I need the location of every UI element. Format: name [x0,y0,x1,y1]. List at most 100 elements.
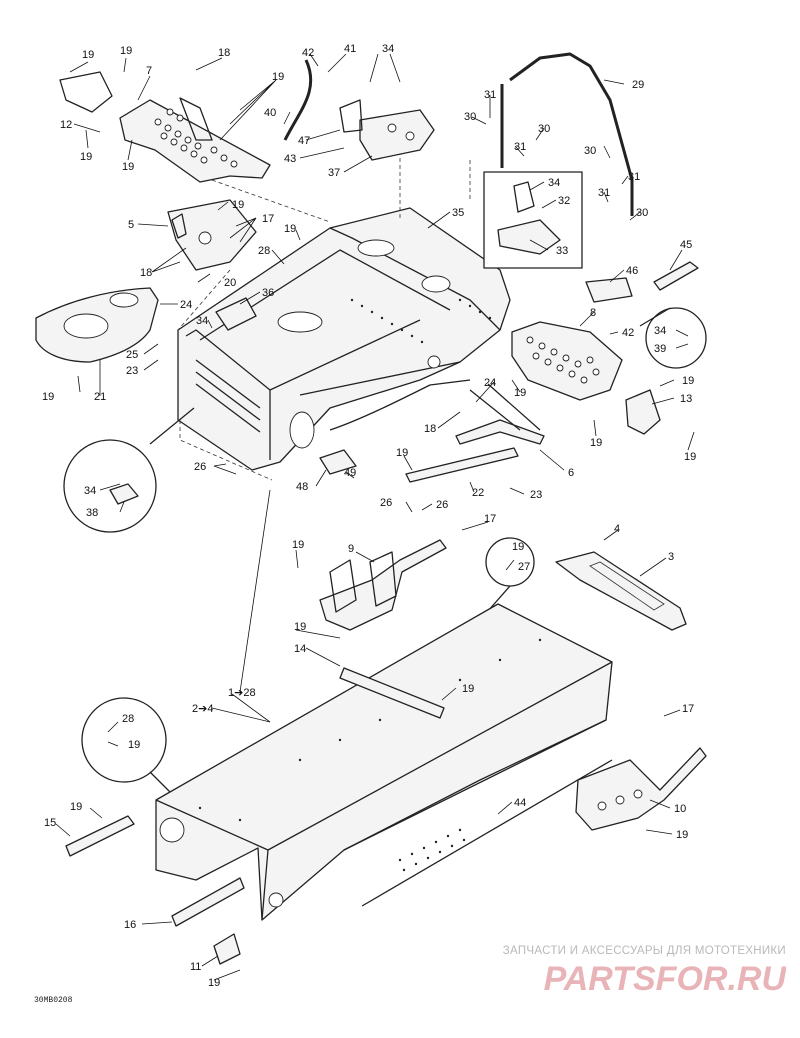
engine-cradle-frame [177,207,511,471]
callout-label: 37 [328,167,340,179]
callout-label: 31 [514,141,526,153]
callout-label: 48 [296,481,308,493]
callout-label: 38 [86,507,98,519]
callout-label: 42 [302,47,314,59]
callout-label: 17 [262,213,274,225]
callout-label: 46 [626,265,638,277]
callout-label: 28 [122,713,134,725]
callout-label: 19 [70,801,82,813]
callout-label: 36 [262,287,274,299]
tray-45-part [653,261,699,291]
callout-label: 23 [530,489,542,501]
callout-label: 2➔4 [192,703,213,715]
callout-label: 19 [292,539,304,551]
part-drawings [35,52,707,965]
callout-label: 19 [512,541,524,553]
callout-label: 11 [190,961,201,973]
callout-label: 24 [484,377,496,389]
callout-label: 24 [180,299,192,311]
callout-label: 26 [436,499,448,511]
callout-label: 3 [668,551,674,563]
callout-label: 27 [518,561,530,573]
callout-label: 21 [94,391,106,403]
callout-label: 19 [514,387,526,399]
callout-label: 34 [548,177,560,189]
callout-label: 42 [622,327,634,339]
callout-label: 19 [396,447,408,459]
callout-label: 4 [614,523,620,535]
watermark-caption: ЗАПЧАСТИ И АКСЕССУАРЫ ДЛЯ МОТОТЕХНИКИ [502,945,786,957]
callout-label: 18 [424,423,436,435]
callout-label: 19 [684,451,696,463]
callout-label: 13 [680,393,692,405]
callout-label: 35 [452,207,464,219]
callout-label: 18 [140,267,152,279]
callout-label: 31 [484,89,496,101]
hood-bracket-part [59,71,271,183]
leader-lines [55,53,695,981]
callout-label: 26 [194,461,206,473]
callout-label: 12 [60,119,72,131]
callout-label: 8 [590,307,596,319]
callout-label: 19 [82,49,94,61]
angle-15-part [65,815,135,857]
callout-label: 16 [124,919,136,931]
callout-label: 34 [654,325,666,337]
callout-label: 32 [558,195,570,207]
callout-label: 33 [556,245,568,257]
callout-label: 28 [258,245,270,257]
plate-11-part [213,933,241,965]
callout-label: 10 [674,803,686,815]
callout-label: 5 [128,219,134,231]
callout-label: 31 [598,187,610,199]
callout-label: 30 [464,111,476,123]
callout-label: 45 [680,239,692,251]
callout-label: 43 [284,153,296,165]
side-bracket-8-part [511,321,623,401]
callout-label: 7 [146,65,152,77]
callout-label: 41 [344,43,356,55]
callout-label: 19 [284,223,296,235]
callout-label: 19 [122,161,134,173]
bracket-46-part [585,277,633,303]
callout-label: 49 [344,467,356,479]
callout-label: 20 [224,277,236,289]
callout-label: 47 [298,135,310,147]
callout-label: 30 [538,123,550,135]
callout-label: 19 [676,829,688,841]
callout-label: 19 [120,45,132,57]
callout-label: 23 [126,365,138,377]
callout-label: 19 [294,621,306,633]
detail-circles [63,307,707,801]
callout-label: 19 [272,71,284,83]
callout-label: 19 [128,739,140,751]
callout-label: 25 [126,349,138,361]
bracket-36-part [215,297,257,331]
callout-label: 40 [264,107,276,119]
callout-labels: 19 19 18 7 12 19 19 19 42 41 40 34 47 43… [42,43,696,989]
callout-label: 34 [84,485,96,497]
angle-16-part [171,877,245,927]
rear-bracket-10-part [575,747,707,831]
callout-label: 34 [196,315,208,327]
callout-label: 17 [682,703,694,715]
callout-label: 9 [348,543,354,555]
callout-label: 19 [42,391,54,403]
watermark-logo-text: PARTSFOR.RU [544,960,786,996]
callout-label: 39 [654,343,666,355]
tunnel-chassis [155,603,613,921]
steering-post-9-part [319,539,447,631]
support-bar-22-part [405,447,519,483]
callout-label: 19 [462,683,474,695]
cable-part [283,59,313,141]
callout-label: 18 [218,47,230,59]
drawing-code: 30MB0208 [34,996,73,1005]
callout-label: 34 [382,43,394,55]
callout-label: 29 [632,79,644,91]
callout-label: 19 [80,151,92,163]
callout-label: 31 [628,171,640,183]
callout-label: 22 [472,487,484,499]
callout-label: 15 [44,817,56,829]
callout-label: 19 [590,437,602,449]
